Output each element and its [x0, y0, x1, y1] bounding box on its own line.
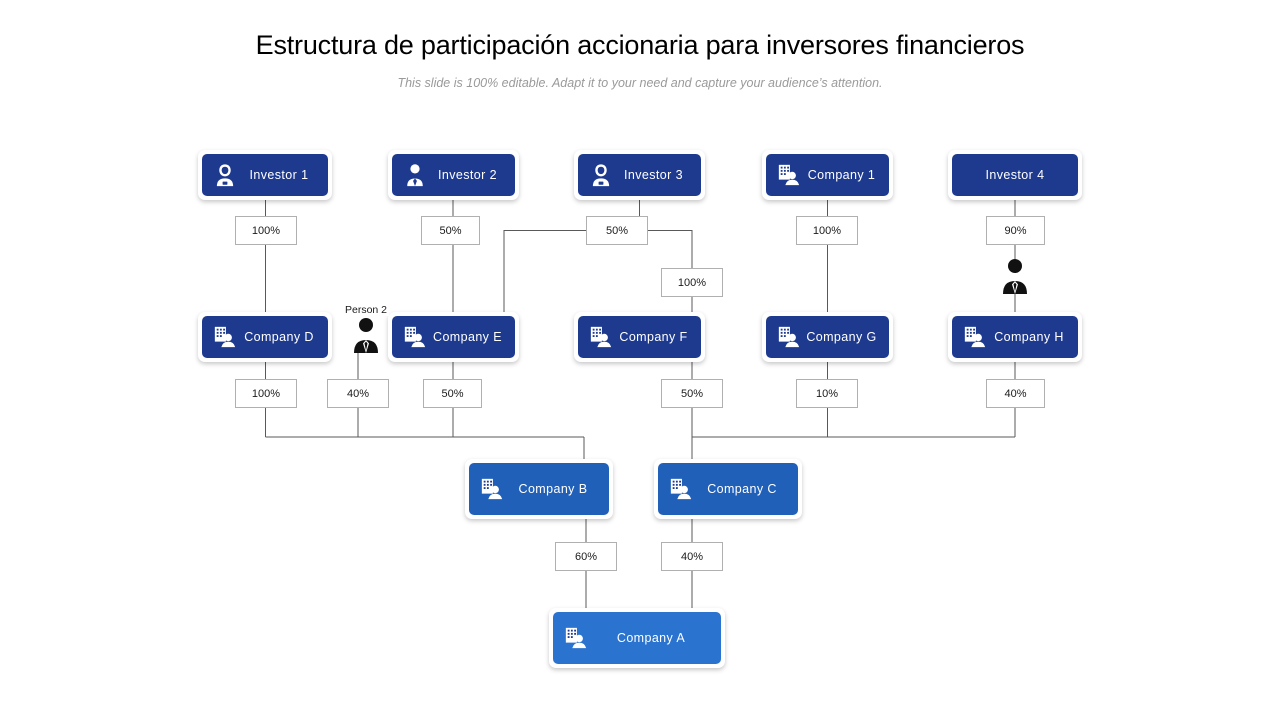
node-body: Investor 3	[578, 154, 701, 196]
person-suit-icon	[351, 317, 381, 358]
node-body: Company G	[766, 316, 889, 358]
node-body: Company D	[202, 316, 328, 358]
node-label: Company G	[806, 330, 877, 344]
node-compA[interactable]: Company A	[549, 608, 725, 668]
company-building-icon	[668, 476, 694, 502]
percent-label-p-compE-compB: 50%	[423, 379, 482, 408]
node-inv4[interactable]: Investor 4	[948, 150, 1082, 200]
node-inv3[interactable]: Investor 3	[574, 150, 705, 200]
female-investor-icon	[212, 162, 238, 188]
node-label: Company A	[616, 631, 686, 645]
percent-label-p-inv1-compD: 100%	[235, 216, 297, 245]
company-building-icon	[776, 324, 802, 350]
node-inv1[interactable]: Investor 1	[198, 150, 332, 200]
percent-label-p-split-compF: 100%	[661, 268, 723, 297]
node-label: Investor 3	[624, 168, 683, 182]
node-label: Investor 1	[249, 168, 309, 182]
node-body: Investor 4	[952, 154, 1078, 196]
node-compH[interactable]: Company H	[948, 312, 1082, 362]
percent-label-p-compC-compA: 40%	[661, 542, 723, 571]
node-label: Investor 4	[985, 168, 1045, 182]
company-building-icon	[212, 324, 238, 350]
node-compD[interactable]: Company D	[198, 312, 332, 362]
node-body: Company B	[469, 463, 609, 515]
node-label: Company H	[994, 330, 1064, 344]
female-investor-icon	[588, 162, 614, 188]
node-inv2[interactable]: Investor 2	[388, 150, 519, 200]
company-building-icon	[402, 324, 428, 350]
node-compF[interactable]: Company F	[574, 312, 705, 362]
node-compE[interactable]: Company E	[388, 312, 519, 362]
node-body: Company E	[392, 316, 515, 358]
company-building-icon	[563, 625, 589, 651]
node-label: Company E	[433, 330, 502, 344]
company-building-icon	[588, 324, 614, 350]
person-suit-icon	[1000, 258, 1030, 299]
percent-label-p-compH-compC: 40%	[986, 379, 1045, 408]
percent-label-p-compB-compA: 60%	[555, 542, 617, 571]
node-body: Company H	[952, 316, 1078, 358]
person-marker-person2[interactable]: Person 2	[343, 304, 390, 358]
company-building-icon	[962, 324, 988, 350]
percent-label-p-inv2-compE: 50%	[421, 216, 480, 245]
node-label: Company F	[619, 330, 688, 344]
percent-label-p-compG-compC: 10%	[796, 379, 858, 408]
person-caption: Person 2	[343, 304, 390, 316]
percent-label-p-inv4-compH: 90%	[986, 216, 1045, 245]
male-investor-icon	[402, 162, 428, 188]
percent-label-p-compD-compB: 100%	[235, 379, 297, 408]
node-compC[interactable]: Company C	[654, 459, 802, 519]
node-label: Company 1	[807, 168, 876, 182]
node-body: Investor 1	[202, 154, 328, 196]
page-subtitle: This slide is 100% editable. Adapt it to…	[397, 76, 883, 90]
company-building-icon	[479, 476, 505, 502]
node-comp1[interactable]: Company 1	[762, 150, 893, 200]
node-label: Company B	[518, 482, 588, 496]
node-body: Company C	[658, 463, 798, 515]
person-marker-personH[interactable]	[1000, 258, 1030, 299]
node-body: Company A	[553, 612, 721, 664]
node-compB[interactable]: Company B	[465, 459, 613, 519]
node-body: Company 1	[766, 154, 889, 196]
percent-label-p-comp1-compG: 100%	[796, 216, 858, 245]
company-building-icon	[776, 162, 802, 188]
percent-label-p-compF-compC: 50%	[661, 379, 723, 408]
node-label: Investor 2	[438, 168, 497, 182]
node-label: Company C	[707, 482, 777, 496]
node-compG[interactable]: Company G	[762, 312, 893, 362]
node-body: Investor 2	[392, 154, 515, 196]
page-title: Estructura de participación accionaria p…	[255, 30, 1025, 60]
percent-label-p-inv3-split: 50%	[586, 216, 648, 245]
percent-label-p-person2-compB: 40%	[327, 379, 389, 408]
node-body: Company F	[578, 316, 701, 358]
node-label: Company D	[244, 330, 314, 344]
